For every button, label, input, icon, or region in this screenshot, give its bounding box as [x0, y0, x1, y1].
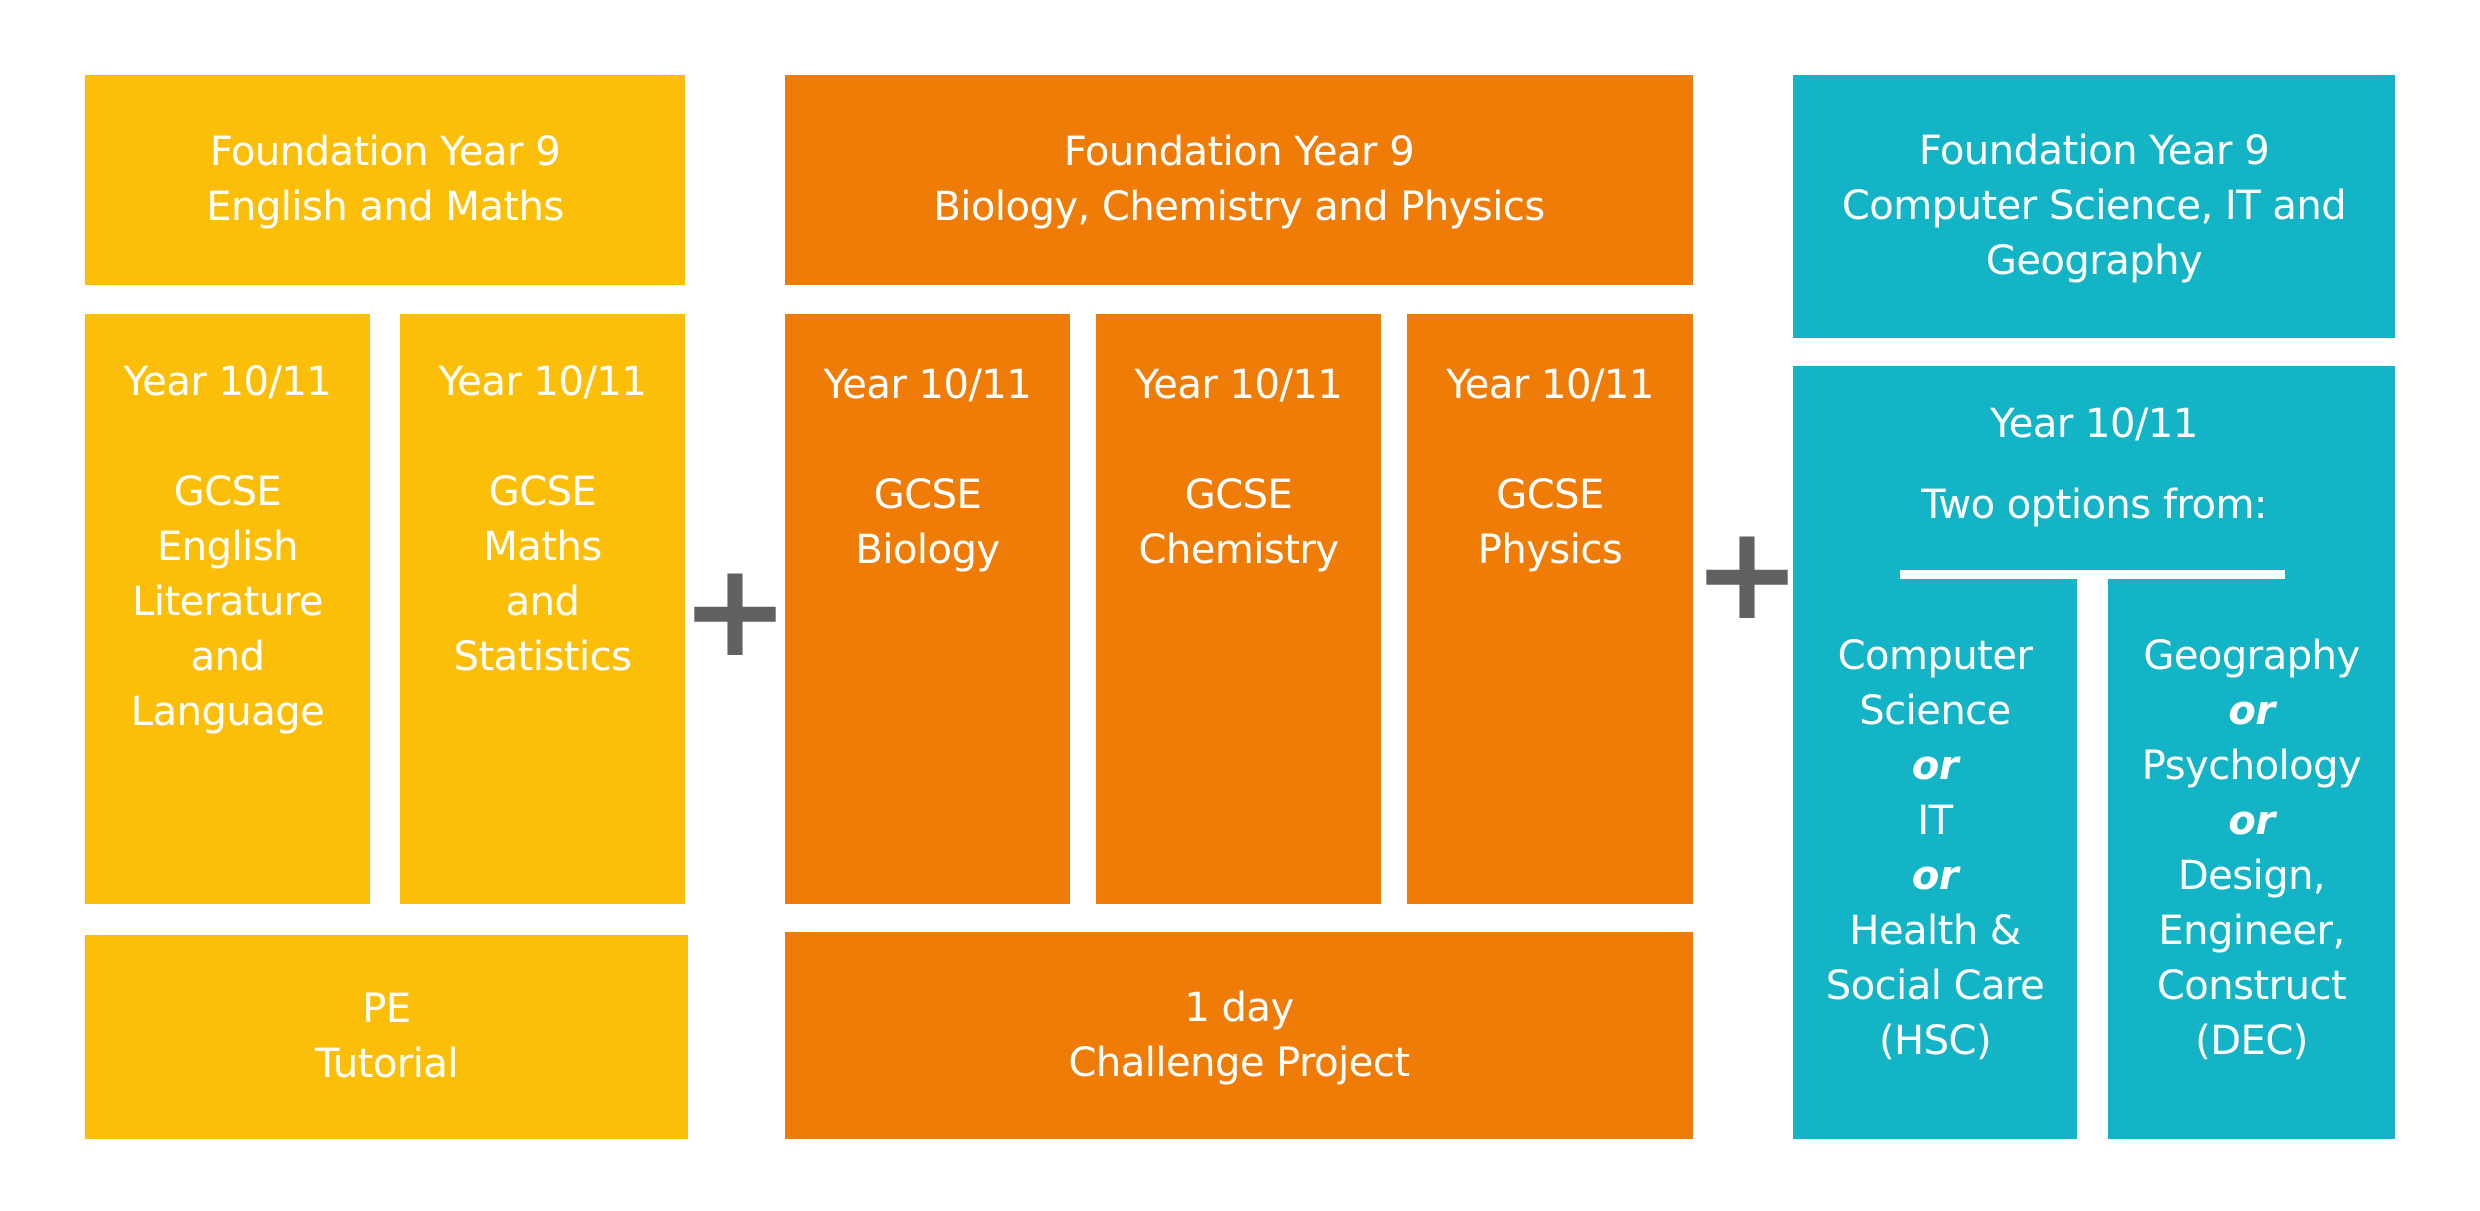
plus-icon: + [680, 534, 790, 686]
option-column-right: Geography or Psychology or Design, Engin… [2108, 629, 2395, 1109]
option-line: Health & [1849, 908, 2021, 954]
option-line: IT [1917, 798, 1953, 844]
course-line: GCSE [1184, 472, 1293, 518]
header-line-2: Biology, Chemistry and Physics [933, 184, 1545, 230]
plus-icon: + [1692, 497, 1802, 649]
option-line: Construct [2156, 963, 2347, 1009]
english-gcse-box: Year 10/11 GCSE English Literature and L… [85, 314, 370, 904]
year-label: Year 10/11 [823, 362, 1032, 408]
course-line: Statistics [453, 634, 632, 680]
footer-line-1: 1 day [1184, 984, 1294, 1031]
option-column-left: Computer Science or IT or Health & Socia… [1793, 629, 2077, 1109]
options-header: Foundation Year 9 Computer Science, IT a… [1793, 75, 2395, 338]
option-line: Psychology [2141, 743, 2362, 789]
option-line: Science [1859, 688, 2011, 734]
course-line: and [190, 634, 265, 680]
challenge-project-box: 1 day Challenge Project [785, 932, 1693, 1139]
english-maths-header: Foundation Year 9 English and Maths [85, 75, 685, 285]
option-line: Social Care [1825, 963, 2045, 1009]
header-line-2: Computer Science, IT and [1841, 183, 2347, 229]
year-label: Year 10/11 [438, 359, 647, 405]
course-line: Physics [1477, 527, 1623, 573]
option-line: (HSC) [1878, 1018, 1992, 1064]
options-subtitle: Two options from: [1921, 482, 2267, 528]
chemistry-gcse-box: Year 10/11 GCSE Chemistry [1096, 314, 1381, 904]
footer-line-2: Tutorial [314, 1041, 459, 1087]
or-label: or [1911, 743, 1959, 789]
course-line: Language [130, 689, 325, 735]
year-label: Year 10/11 [1134, 362, 1343, 408]
maths-gcse-box: Year 10/11 GCSE Maths and Statistics [400, 314, 685, 904]
physics-gcse-box: Year 10/11 GCSE Physics [1407, 314, 1693, 904]
options-divider-vertical [2077, 570, 2108, 1140]
option-line: Computer [1837, 633, 2033, 679]
footer-line-2: Challenge Project [1068, 1039, 1410, 1086]
pe-tutorial-box: PE Tutorial [85, 935, 688, 1139]
or-label: or [2228, 688, 2275, 734]
sciences-header: Foundation Year 9 Biology, Chemistry and… [785, 75, 1693, 285]
option-line: Engineer, [2158, 908, 2345, 954]
year-label: Year 10/11 [1446, 362, 1654, 408]
course-line: Maths [483, 524, 602, 570]
course-line: and [505, 579, 580, 625]
course-line: GCSE [488, 469, 597, 515]
option-line: Design, [2177, 853, 2326, 899]
course-line: GCSE [1496, 472, 1604, 518]
or-label: or [2228, 798, 2275, 844]
or-label: or [1911, 853, 1959, 899]
year-label: Year 10/11 [1990, 401, 2198, 447]
option-line: Geography [2143, 633, 2360, 679]
year-label: Year 10/11 [123, 359, 332, 405]
course-line: Chemistry [1138, 527, 1339, 573]
header-line-1: Foundation Year 9 [209, 129, 561, 175]
footer-line-1: PE [362, 986, 411, 1032]
header-line-2: English and Maths [206, 184, 564, 230]
course-line: English [157, 524, 298, 570]
header-line-1: Foundation Year 9 [1918, 128, 2270, 174]
header-line-1: Foundation Year 9 [1063, 129, 1415, 175]
course-line: GCSE [173, 469, 282, 515]
biology-gcse-box: Year 10/11 GCSE Biology [785, 314, 1070, 904]
course-line: Literature [132, 579, 323, 625]
header-line-3: Geography [1985, 238, 2203, 284]
course-line: GCSE [873, 472, 982, 518]
course-line: Biology [855, 527, 1000, 573]
option-line: (DEC) [2195, 1018, 2308, 1064]
